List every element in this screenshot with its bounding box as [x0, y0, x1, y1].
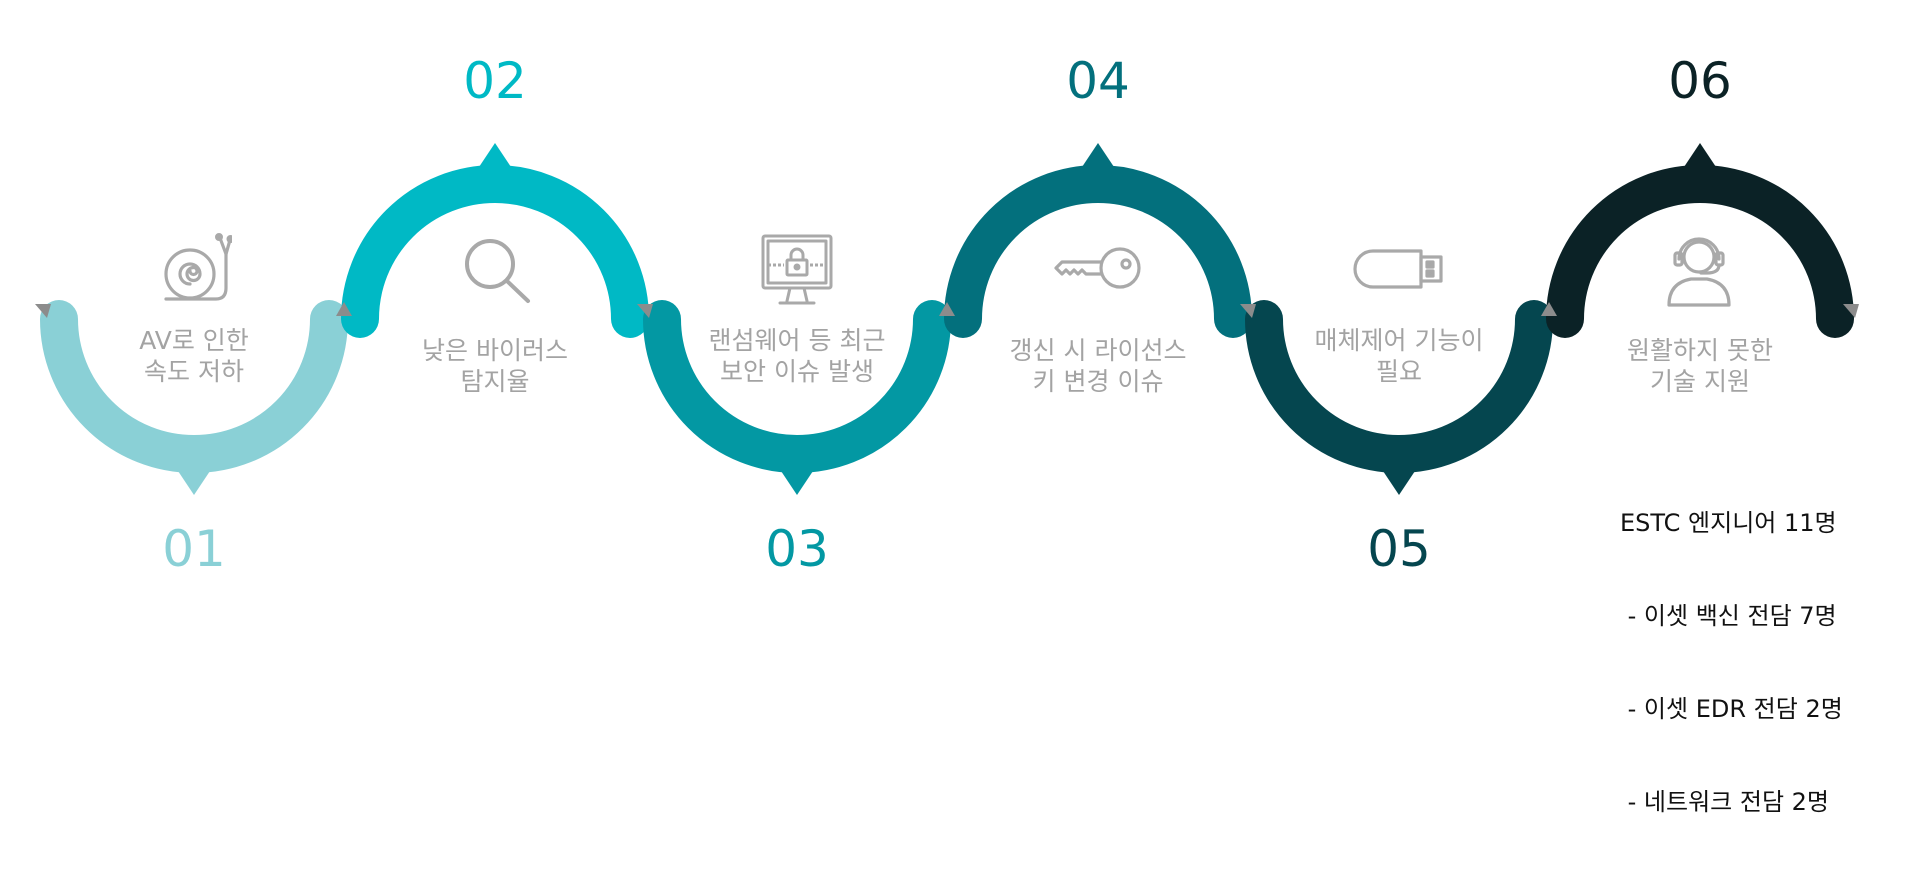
junction-arrow	[336, 302, 352, 316]
step-06-pointer	[1684, 143, 1716, 167]
step-04-number: 04	[1066, 52, 1130, 110]
step-02-label-line-2: 탐지율	[460, 367, 530, 396]
usb-drive-icon	[1353, 249, 1443, 289]
step-06-label-line-2: 기술 지원	[1650, 367, 1750, 396]
step-02-pointer	[479, 143, 511, 167]
engineer-note: ESTC 엔지니어 11명 - 이셋 백신 전담 7명 - 이셋 EDR 전담 …	[1620, 446, 1843, 880]
step-03-label: 랜섬웨어 등 최근 보안 이슈 발생	[667, 325, 927, 387]
engineer-note-line-2: - 이셋 백신 전담 7명	[1620, 602, 1837, 630]
step-05-pointer	[1383, 471, 1415, 495]
step-01-arc	[40, 300, 348, 473]
step-03-number: 03	[765, 520, 829, 578]
key-icon	[1054, 247, 1141, 289]
step-03-pointer	[781, 471, 813, 495]
junction-arrow	[939, 302, 955, 316]
junction-arrow	[637, 304, 653, 318]
step-06-label-line-1: 원활하지 못한	[1627, 336, 1773, 365]
step-01-pointer	[178, 471, 210, 495]
engineer-note-line-4: - 네트워크 전담 2명	[1620, 788, 1830, 816]
step-05-arc	[1245, 300, 1553, 473]
junction-arrow	[35, 304, 51, 318]
step-01-label-line-2: 속도 저하	[144, 357, 244, 386]
step-02-label-line-1: 낮은 바이러스	[422, 336, 568, 365]
step-02-label: 낮은 바이러스 탐지율	[365, 335, 625, 397]
step-06-number: 06	[1668, 52, 1732, 110]
step-04-pointer	[1082, 143, 1114, 167]
magnifier-icon	[465, 239, 530, 303]
snail-icon	[164, 232, 232, 301]
locked-monitor-icon	[761, 234, 833, 305]
junction-arrow	[1541, 302, 1557, 316]
step-04-label: 갱신 시 라이선스 키 변경 이슈	[968, 335, 1228, 397]
engineer-note-line-3: - 이셋 EDR 전담 2명	[1620, 695, 1843, 723]
step-01-number: 01	[162, 520, 226, 578]
junction-arrow	[1240, 304, 1256, 318]
step-04-arc	[944, 165, 1252, 338]
process-diagram: 01 02 03 04 05 06 AV로 인한 속도 저하 낮은 바이러스 탐…	[35, 52, 1859, 816]
engineer-note-line-1: ESTC 엔지니어 11명	[1620, 509, 1837, 537]
step-01-label: AV로 인한 속도 저하	[64, 325, 324, 387]
step-06-arc	[1546, 165, 1854, 338]
support-headset-icon	[1667, 237, 1731, 307]
step-05-number: 05	[1367, 520, 1431, 578]
step-06-label: 원활하지 못한 기술 지원	[1570, 335, 1830, 397]
step-02-number: 02	[463, 52, 527, 110]
step-05-label-line-1: 매체제어 기능이	[1314, 326, 1484, 355]
step-02-arc	[341, 165, 649, 338]
step-05-label: 매체제어 기능이 필요	[1269, 325, 1529, 387]
step-03-arc	[643, 300, 951, 473]
step-05-label-line-2: 필요	[1375, 357, 1422, 386]
step-04-label-line-1: 갱신 시 라이선스	[1009, 336, 1187, 365]
step-03-label-line-1: 랜섬웨어 등 최근	[708, 326, 886, 355]
step-04-label-line-2: 키 변경 이슈	[1032, 367, 1164, 396]
step-01-label-line-1: AV로 인한	[139, 326, 249, 355]
junction-arrow	[1843, 304, 1859, 318]
arc-chain	[35, 143, 1859, 495]
step-03-label-line-2: 보안 이슈 발생	[720, 357, 874, 386]
